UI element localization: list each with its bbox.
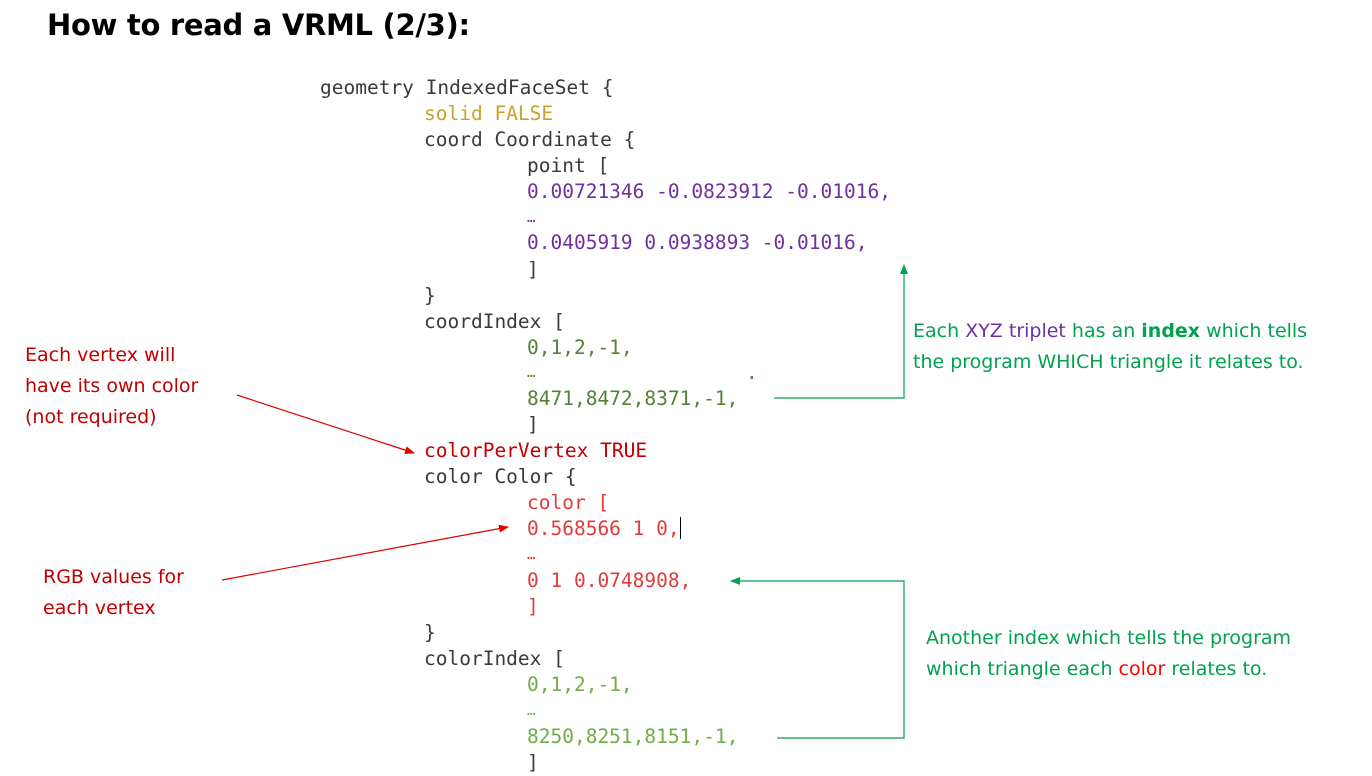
note-index-text-a: Each: [913, 320, 966, 342]
code-line-colorpervertex: colorPerVertex TRUE: [424, 439, 648, 462]
code-line-coordindex-dot: .: [746, 361, 758, 384]
code-line-point-last: 0.0405919 0.0938893 -0.01016,: [527, 231, 868, 254]
page-title: How to read a VRML (2/3):: [47, 8, 470, 42]
note-color-index-text-b: relates to.: [1165, 658, 1268, 680]
code-line-colorindex-ellipsis: …: [527, 703, 536, 719]
arrow-color-index: [730, 577, 905, 739]
note-color-index: Another index which tells the program wh…: [926, 623, 1291, 685]
code-line-geometry: geometry IndexedFaceSet {: [320, 76, 614, 99]
code-line-coord-close: }: [424, 284, 436, 307]
code-line-solid: solid FALSE: [424, 102, 554, 125]
arrow-index: [774, 264, 908, 399]
code-line-coordindex-close: ]: [527, 413, 539, 436]
note-index: Each XYZ triplet has an index which tell…: [913, 316, 1307, 378]
note-rgb-line1: RGB values for: [43, 566, 184, 588]
note-index-text-c: which tells: [1200, 320, 1308, 342]
note-vertex-color-line3: (not required): [25, 406, 157, 428]
code-line-coordindex-ellipsis: …: [527, 365, 536, 381]
note-vertex-color-line1: Each vertex will: [25, 344, 176, 366]
color-first-text: 0.568566 1 0,: [527, 517, 680, 540]
code-line-color-close: ]: [527, 595, 539, 618]
code-line-point-ellipsis: …: [527, 210, 536, 226]
text-cursor: [679, 517, 681, 539]
note-color-index-line1: Another index which tells the program: [926, 627, 1292, 649]
note-rgb: RGB values for each vertex: [43, 562, 184, 624]
code-line-colorindex-last: 8250,8251,8151,-1,: [527, 725, 739, 748]
code-line-point-open: point [: [527, 154, 610, 177]
note-index-line2: the program WHICH triangle it relates to…: [913, 351, 1304, 373]
note-rgb-line2: each vertex: [43, 597, 156, 619]
note-index-text-b: has an: [1065, 320, 1142, 342]
note-vertex-color: Each vertex will have its own color (not…: [25, 340, 198, 433]
arrow-rgb: [221, 524, 509, 581]
note-index-xyz: XYZ triplet: [965, 320, 1066, 342]
code-line-color-last: 0 1 0.0748908,: [527, 569, 692, 592]
code-line-color-open: color [: [527, 491, 610, 514]
note-color-index-text-a: which triangle each: [926, 658, 1119, 680]
code-line-color-node: color Color {: [424, 465, 577, 488]
code-line-point-close: ]: [527, 258, 539, 281]
code-line-coordindex-last: 8471,8472,8371,-1,: [527, 387, 739, 410]
note-index-line1: Each XYZ triplet has an index which tell…: [913, 316, 1307, 347]
code-line-coord: coord Coordinate {: [424, 128, 636, 151]
code-line-color-first: 0.568566 1 0,: [527, 516, 681, 542]
code-line-coordindex: coordIndex [: [424, 310, 565, 333]
code-line-colorindex-close: ]: [527, 751, 539, 774]
code-line-colorindex-first: 0,1,2,-1,: [527, 673, 633, 696]
note-color-index-line2: which triangle each color relates to.: [926, 654, 1291, 685]
code-line-color-ellipsis: …: [527, 547, 536, 563]
code-line-colorindex: colorIndex [: [424, 647, 565, 670]
arrow-vertex-color: [236, 394, 415, 454]
code-line-coordindex-first: 0,1,2,-1,: [527, 336, 633, 359]
note-index-keyword: index: [1141, 320, 1201, 342]
note-vertex-color-line2: have its own color: [25, 375, 199, 397]
note-color-index-color-word: color: [1118, 658, 1166, 680]
code-line-point-first: 0.00721346 -0.0823912 -0.01016,: [527, 180, 891, 203]
code-line-color-node-close: }: [424, 621, 436, 644]
